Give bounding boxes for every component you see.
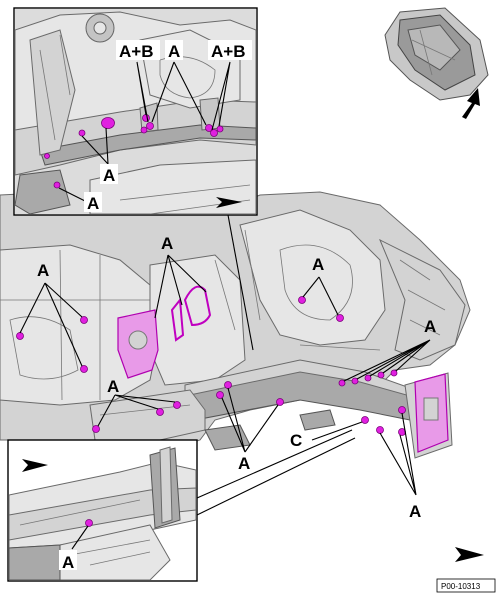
leader-lines-main — [19, 254, 431, 496]
weld-point — [16, 332, 24, 340]
inset-bottom: A — [7, 439, 198, 582]
label-c: C — [290, 431, 302, 450]
car-orientation-thumbnail — [384, 7, 489, 101]
weld-point — [146, 122, 154, 130]
inset-top: A+B A A+B A A — [13, 7, 258, 216]
weld-point — [216, 125, 224, 133]
weld-point — [173, 401, 181, 409]
weld-point — [398, 406, 406, 414]
label-a: A — [107, 377, 119, 396]
inset-callout-line — [196, 437, 356, 516]
label-a-plus-b: A+B — [119, 42, 153, 61]
weld-point — [142, 114, 150, 122]
weld-points-inset-top — [44, 114, 224, 189]
weld-point — [377, 371, 385, 379]
weld-point — [85, 519, 93, 527]
labels-main: A A A A A A A C — [37, 234, 436, 521]
weld-point — [336, 314, 344, 322]
labels-inset-top: A+B A A+B A A — [84, 40, 252, 213]
label-a: A — [409, 502, 421, 521]
label-a: A — [103, 166, 115, 185]
weld-point — [376, 426, 384, 434]
weld-point — [351, 377, 359, 385]
weld-point — [390, 369, 398, 377]
view-direction-arrow-icon — [462, 88, 480, 119]
view-direction-arrow-icon — [455, 547, 484, 562]
label-a: A — [238, 454, 250, 473]
view-direction-arrow-icon — [22, 459, 48, 472]
label-a-plus-b: A+B — [211, 42, 245, 61]
main-body-structure — [0, 191, 471, 459]
label-a: A — [424, 317, 436, 336]
weld-point — [364, 374, 372, 382]
weld-point — [80, 365, 88, 373]
label-a: A — [161, 234, 173, 253]
weld-point-large — [101, 117, 115, 129]
inset-callout-line — [227, 214, 254, 351]
label-a: A — [87, 194, 99, 213]
weld-point — [156, 408, 164, 416]
weld-point — [338, 379, 346, 387]
weld-point — [44, 153, 50, 159]
weld-point — [224, 381, 232, 389]
weld-point — [92, 425, 100, 433]
weld-point — [298, 296, 306, 304]
view-direction-arrow-icon — [216, 197, 242, 208]
reference-code: P00-10313 — [441, 582, 481, 591]
weld-point — [361, 416, 369, 424]
weld-point — [80, 316, 88, 324]
weld-point — [78, 129, 86, 137]
label-a: A — [62, 553, 74, 572]
weld-point — [210, 129, 218, 137]
weld-point — [140, 126, 148, 134]
weld-points-main — [16, 296, 406, 436]
label-a: A — [168, 42, 180, 61]
leader-lines-inset-top — [58, 61, 231, 202]
reference-code-box: P00-10313 — [436, 578, 496, 593]
label-a: A — [37, 261, 49, 280]
weld-point — [276, 398, 284, 406]
label-a: A — [312, 255, 324, 274]
weld-point — [53, 181, 61, 189]
weld-point — [216, 391, 224, 399]
inset-callout-line — [196, 429, 353, 499]
